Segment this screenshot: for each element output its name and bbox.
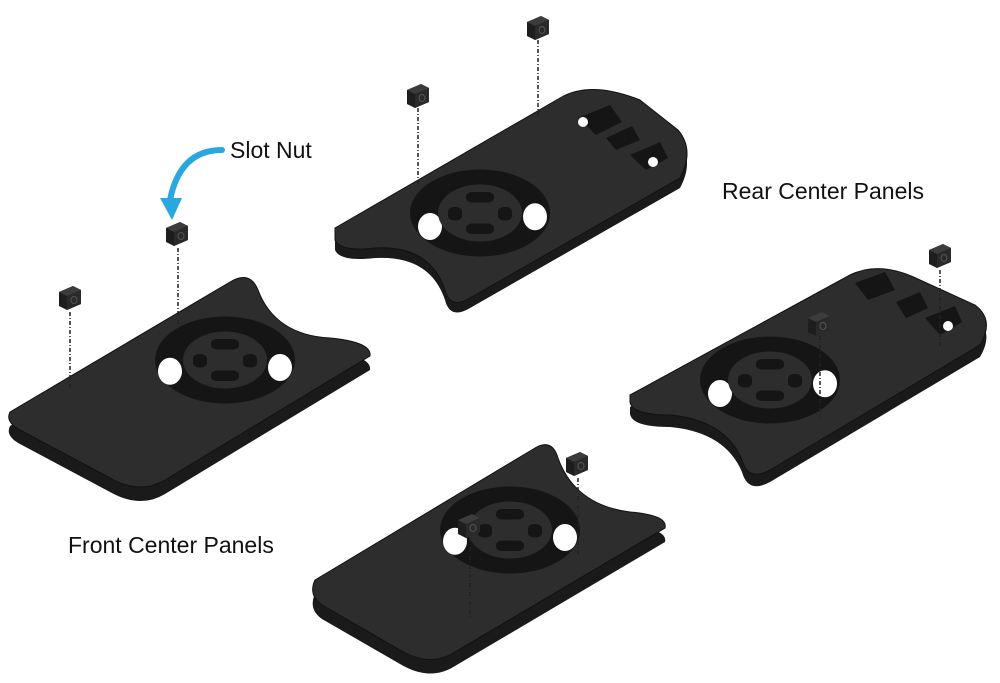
front-center-panels-label: Front Center Panels	[68, 532, 274, 558]
slot-nut-label: Slot Nut	[230, 137, 312, 163]
alignment-lines	[69, 40, 941, 618]
rear-center-panels-label: Rear Center Panels	[722, 178, 924, 204]
front-center-panel-bottom	[312, 444, 666, 674]
front-center-panel-left	[8, 277, 371, 502]
rear-center-panel-top	[334, 89, 688, 313]
slot-nut-arrow	[167, 147, 225, 203]
arrow-head-icon	[160, 198, 182, 220]
rear-center-panel-right	[629, 268, 987, 487]
